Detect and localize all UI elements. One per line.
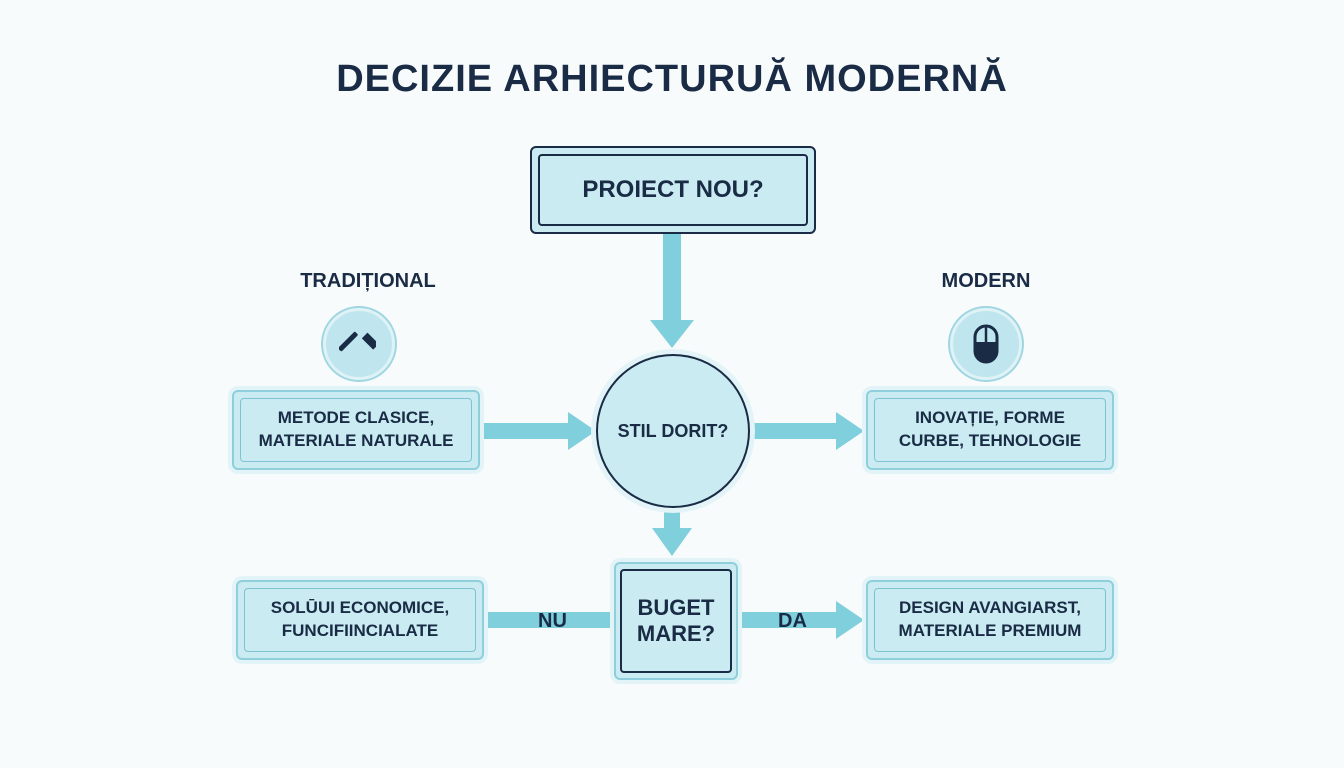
arrow-start-to-style-shaft — [663, 230, 681, 322]
budget-decision-label: BUGET MARE? — [620, 569, 732, 673]
arrow-start-to-style-head — [650, 320, 694, 348]
arrow-style-to-budget-head — [652, 528, 692, 556]
arrow-yes-head — [836, 601, 864, 639]
low-budget-outcome-node: SOLŪUI ECONOMICE, FUNCIFIINCIALATE — [236, 580, 484, 660]
traditional-branch-label: TRADIȚIONAL — [300, 270, 436, 292]
page-title: DECIZIE ARHIECTURUĂ MODERNĂ — [336, 58, 1008, 100]
arrow-traditional-shaft — [478, 423, 570, 439]
high-budget-outcome-node: DESIGN AVANGIARST, MATERIALE PREMIUM — [866, 580, 1114, 660]
edge-label-no: NU — [538, 610, 567, 632]
modern-outcome-label: INOVAȚIE, FORME CURBE, TEHNOLOGIE — [874, 398, 1106, 462]
arrow-modern-shaft — [750, 423, 838, 439]
low-budget-outcome-label: SOLŪUI ECONOMICE, FUNCIFIINCIALATE — [244, 588, 476, 652]
arrow-traditional-head — [568, 412, 596, 450]
arrow-yes-shaft — [738, 612, 838, 628]
traditional-outcome-node: METODE CLASICE, MATERIALE NATURALE — [232, 390, 480, 470]
arrow-modern-head — [836, 412, 864, 450]
arrow-no-shaft — [484, 612, 612, 628]
hammer-icon — [323, 308, 395, 380]
edge-label-yes: DA — [778, 610, 807, 632]
arrow-style-to-budget-shaft — [664, 506, 680, 530]
modern-outcome-node: INOVAȚIE, FORME CURBE, TEHNOLOGIE — [866, 390, 1114, 470]
high-budget-outcome-label: DESIGN AVANGIARST, MATERIALE PREMIUM — [874, 588, 1106, 652]
modern-branch-label: MODERN — [941, 270, 1031, 292]
budget-decision-node: BUGET MARE? — [614, 562, 738, 680]
start-node: PROIECT NOU? — [530, 146, 816, 234]
traditional-outcome-label: METODE CLASICE, MATERIALE NATURALE — [240, 398, 472, 462]
mouse-icon — [950, 308, 1022, 380]
style-decision-node: STIL DORIT? — [596, 354, 750, 508]
start-node-label: PROIECT NOU? — [538, 154, 808, 226]
